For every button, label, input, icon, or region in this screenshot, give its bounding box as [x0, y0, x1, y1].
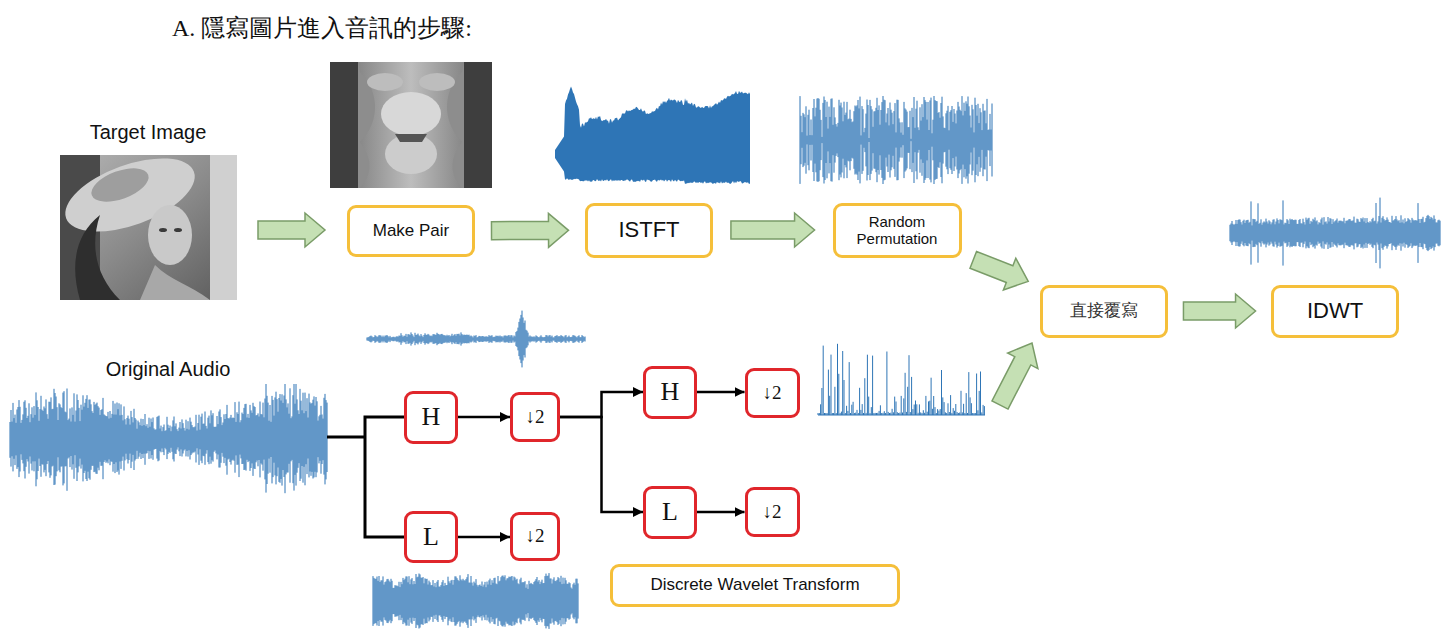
image-shade: [464, 62, 492, 188]
waveform: [1230, 198, 1440, 269]
node-text: L: [662, 497, 678, 527]
node-text: 直接覆寫: [1070, 301, 1138, 321]
face-shape: [385, 134, 437, 174]
signal-arrow: [560, 417, 643, 512]
node-text: ISTFT: [618, 217, 679, 242]
downsample-box: ↓2: [510, 392, 560, 442]
filter-box: L: [404, 511, 458, 563]
paired-image: [330, 62, 492, 188]
image-label: Target Image: [90, 121, 207, 144]
filter-box: H: [643, 366, 697, 419]
hair-shape: [75, 215, 120, 300]
section-title-box: Discrete Wavelet Transform: [610, 564, 900, 607]
signal-wire: [327, 416, 404, 539]
block-arrow: [258, 213, 325, 247]
process-box: 直接覆寫: [1040, 285, 1168, 338]
process-box: Random Permutation: [833, 203, 962, 258]
waveform-group: [10, 87, 1440, 629]
signal-arrow: [697, 391, 745, 394]
image-ground: [330, 62, 492, 188]
filter-box: L: [643, 486, 697, 539]
node-text: ↓2: [763, 501, 782, 523]
waveform: [373, 573, 578, 629]
signal-arrow: [560, 392, 643, 417]
process-box: ISTFT: [585, 203, 713, 258]
waveform: [818, 344, 984, 415]
mirror-shape: [395, 134, 427, 142]
filter-box: H: [404, 391, 458, 444]
node-text: Random Permutation: [842, 213, 953, 248]
node-text: H: [661, 377, 680, 407]
image-label: Original Audio: [106, 358, 231, 381]
target-image: [56, 144, 237, 300]
hat-shape: [419, 73, 455, 91]
signal-arrow: [458, 536, 510, 539]
block-arrow: [731, 213, 815, 247]
face-shape: [381, 92, 441, 136]
waveform: [800, 96, 992, 184]
shoulder-shape: [140, 265, 210, 300]
hat-shape: [367, 73, 403, 91]
node-text: ↓2: [763, 382, 782, 404]
waveform: [10, 384, 327, 493]
process-box: IDWT: [1271, 285, 1399, 338]
signal-arrow: [458, 416, 510, 419]
node-text: ↓2: [526, 406, 545, 428]
process-box: Make Pair: [347, 205, 475, 257]
eye-shape: [159, 228, 167, 232]
downsample-box: ↓2: [745, 368, 800, 418]
node-text: L: [423, 522, 439, 552]
image-shade: [210, 155, 237, 300]
block-arrow: [970, 251, 1028, 289]
hat-shape: [87, 162, 153, 209]
node-text: H: [422, 402, 441, 432]
downsample-box: ↓2: [510, 512, 560, 561]
node-text: IDWT: [1307, 298, 1363, 323]
node-text: Discrete Wavelet Transform: [650, 575, 859, 595]
node-text: ↓2: [526, 525, 545, 547]
signal-arrow: [697, 511, 745, 514]
node-text: Make Pair: [373, 221, 450, 241]
face-shape: [148, 205, 192, 265]
block-arrow: [992, 343, 1038, 409]
istft-waveform: [555, 87, 750, 184]
downsample-box: ↓2: [745, 487, 800, 537]
figure-title: A. 隱寫圖片進入音訊的步驟:: [172, 12, 472, 44]
waveform: [367, 311, 585, 368]
block-arrow: [1183, 294, 1255, 328]
image-shade: [330, 62, 358, 188]
block-arrow: [491, 213, 568, 247]
eye-shape: [174, 228, 182, 232]
